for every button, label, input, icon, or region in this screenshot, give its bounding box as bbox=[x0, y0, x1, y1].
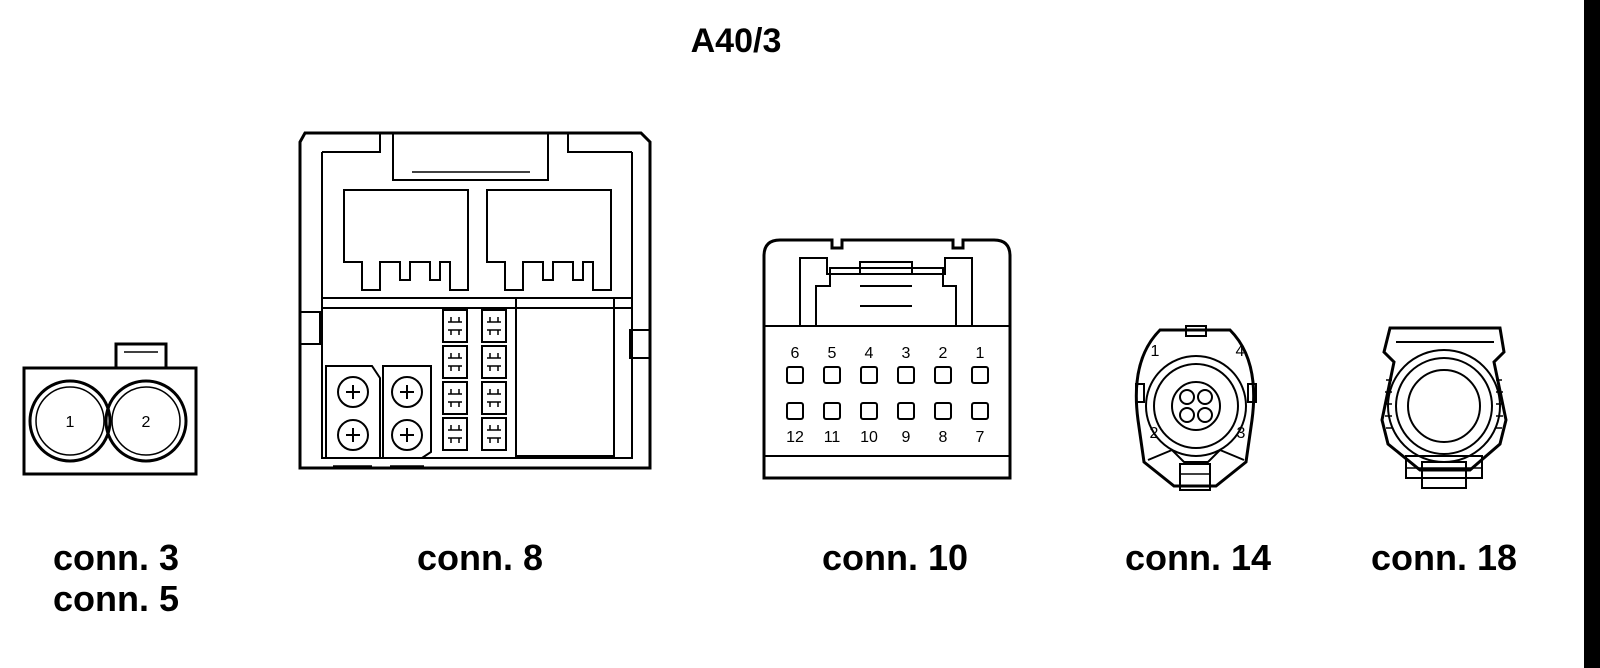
pin-terminal bbox=[860, 402, 878, 420]
signal-pin-grid bbox=[442, 309, 507, 451]
signal-pin bbox=[442, 417, 468, 451]
connector-14-drawing bbox=[1134, 325, 1257, 491]
pin-terminal bbox=[897, 402, 915, 420]
pin-terminal bbox=[897, 366, 915, 384]
pin-label: 1 bbox=[1151, 343, 1160, 360]
pin-label: 4 bbox=[1236, 343, 1245, 360]
pin-terminal bbox=[971, 366, 989, 384]
pin-label: 8 bbox=[939, 429, 948, 446]
pin-label: 2 bbox=[1150, 425, 1159, 442]
pin-terminal bbox=[786, 366, 804, 384]
pin-grid: 6 5 4 3 2 1 12 11 10 9 8 7 bbox=[786, 345, 989, 446]
connector-label: conn. 10 bbox=[822, 537, 968, 578]
right-edge-bar bbox=[1584, 0, 1600, 668]
pin-label: 6 bbox=[791, 345, 800, 362]
signal-pin bbox=[442, 309, 468, 343]
pin-label: 11 bbox=[824, 429, 841, 446]
connector-10-drawing bbox=[762, 238, 1012, 480]
pin-label: 2 bbox=[939, 345, 948, 362]
pin-label: 4 bbox=[865, 345, 874, 362]
pin-label: 7 bbox=[976, 429, 985, 446]
pin-terminal bbox=[823, 402, 841, 420]
connector-label: conn. 18 bbox=[1371, 537, 1517, 578]
pin-terminal bbox=[971, 402, 989, 420]
connector-label: conn. 8 bbox=[417, 537, 543, 578]
pin-terminal bbox=[823, 366, 841, 384]
pin-label: 3 bbox=[902, 345, 911, 362]
signal-pin bbox=[481, 381, 507, 415]
pin-label: 5 bbox=[828, 345, 837, 362]
connector-3-5-drawing: 1 2 bbox=[22, 342, 198, 476]
signal-pin bbox=[481, 309, 507, 343]
pin-terminal bbox=[934, 366, 952, 384]
connector-8-drawing bbox=[298, 131, 652, 470]
pin-terminal bbox=[934, 402, 952, 420]
pin-terminal bbox=[860, 366, 878, 384]
signal-pin bbox=[442, 381, 468, 415]
pin-label: 1 bbox=[66, 414, 75, 431]
connector-label: conn. 5 bbox=[53, 578, 179, 619]
pin-label: 3 bbox=[1237, 425, 1246, 442]
connector-18-drawing bbox=[1380, 326, 1508, 489]
signal-pin bbox=[481, 417, 507, 451]
pin-label: 9 bbox=[902, 429, 911, 446]
signal-pin bbox=[481, 345, 507, 379]
signal-pin bbox=[442, 345, 468, 379]
pin-terminal bbox=[786, 402, 804, 420]
pin-label: 12 bbox=[786, 429, 804, 446]
pin-label: 1 bbox=[976, 345, 985, 362]
connector-label: conn. 14 bbox=[1125, 537, 1271, 578]
pin-label: 2 bbox=[142, 414, 151, 431]
page-title: A40/3 bbox=[691, 22, 782, 60]
connector-label: conn. 3 bbox=[53, 537, 179, 578]
pin-label: 10 bbox=[860, 429, 878, 446]
